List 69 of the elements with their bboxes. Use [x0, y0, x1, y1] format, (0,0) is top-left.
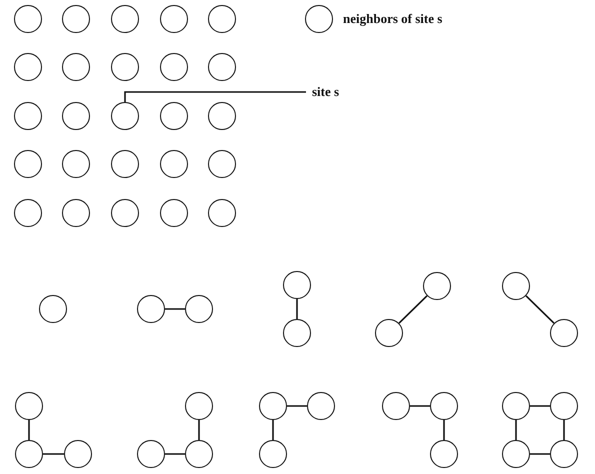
site-circle — [137, 295, 165, 323]
site-circle — [137, 440, 165, 468]
site-circle — [160, 102, 188, 130]
site-circle — [430, 440, 458, 468]
site-circle — [283, 271, 311, 299]
site-circle — [64, 440, 92, 468]
site-circle — [14, 5, 42, 33]
connector-line — [165, 308, 185, 310]
site-circle — [160, 199, 188, 227]
connector-line — [443, 420, 445, 440]
site-circle — [283, 319, 311, 347]
site-circle — [14, 199, 42, 227]
site-circle — [160, 150, 188, 178]
site-circle — [259, 392, 287, 420]
site-circle — [62, 150, 90, 178]
connector-line — [515, 420, 517, 440]
connector-line — [530, 453, 550, 455]
site-circle — [111, 102, 139, 130]
site-circle — [208, 199, 236, 227]
site-circle — [39, 295, 67, 323]
site-circle — [550, 392, 578, 420]
legend-text: neighbors of site s — [343, 11, 442, 27]
connector-line — [43, 453, 64, 455]
site-circle — [375, 319, 403, 347]
site-circle — [185, 440, 213, 468]
site-circle — [160, 53, 188, 81]
site-circle — [502, 440, 530, 468]
connector-line — [563, 420, 565, 440]
site-circle — [111, 199, 139, 227]
site-circle — [550, 319, 578, 347]
site-circle — [14, 53, 42, 81]
site-circle — [62, 199, 90, 227]
connector-line — [287, 405, 307, 407]
site-circle — [208, 150, 236, 178]
site-circle — [307, 392, 335, 420]
site-circle — [111, 53, 139, 81]
site-circle — [111, 5, 139, 33]
site-circle — [423, 272, 451, 300]
site-circle — [382, 392, 410, 420]
site-circle — [15, 392, 43, 420]
site-circle — [502, 392, 530, 420]
site-circle — [208, 5, 236, 33]
site-circle — [160, 5, 188, 33]
site-circle — [15, 440, 43, 468]
connector-line — [525, 295, 555, 324]
site-label: site s — [306, 84, 340, 100]
site-circle — [208, 53, 236, 81]
connector-line — [296, 299, 298, 319]
site-circle — [502, 272, 530, 300]
connector-line — [410, 405, 430, 407]
site-circle — [208, 102, 236, 130]
site-circle — [430, 392, 458, 420]
site-circle — [111, 150, 139, 178]
site-circle — [62, 5, 90, 33]
connector-line — [272, 420, 274, 440]
connector-line — [398, 295, 428, 324]
site-circle — [185, 295, 213, 323]
site-circle — [14, 150, 42, 178]
site-circle — [259, 440, 287, 468]
site-circle — [14, 102, 42, 130]
connector-line — [28, 420, 30, 440]
site-circle — [62, 53, 90, 81]
site-circle — [62, 102, 90, 130]
connector-line — [165, 453, 185, 455]
site-circle — [185, 392, 213, 420]
connector-line — [530, 405, 550, 407]
connector-line — [198, 420, 200, 440]
site-circle — [550, 440, 578, 468]
leader-line — [124, 91, 306, 102]
